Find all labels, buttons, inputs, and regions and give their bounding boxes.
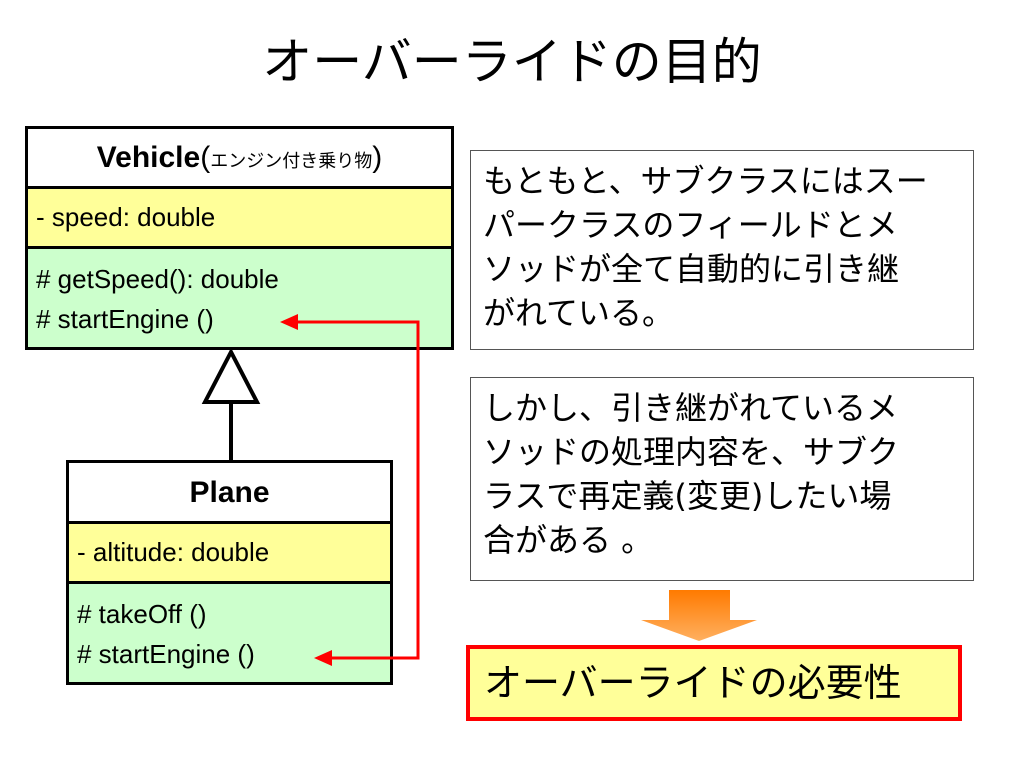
vehicle-name: Vehicle — [96, 141, 201, 174]
plane-attributes: - altitude: double — [69, 524, 390, 584]
plane-op-startengine: # startEngine () — [77, 639, 255, 669]
plane-operations: # takeOff () # startEngine () — [69, 584, 390, 682]
vehicle-attribute-speed: - speed: double — [36, 202, 216, 232]
inheritance-triangle-icon — [201, 347, 261, 404]
vehicle-paren-close: ) — [372, 141, 383, 174]
vehicle-attributes: - speed: double — [28, 189, 451, 249]
down-arrow-icon — [641, 590, 757, 641]
override-connector-line — [290, 320, 420, 660]
override-arrowhead-vehicle-icon — [280, 314, 298, 330]
slide-title: オーバーライドの目的 — [262, 33, 762, 91]
plane-op-takeoff: # takeOff () — [77, 599, 207, 629]
box2-line: ソッドの処理内容を、サブク — [483, 433, 900, 471]
vehicle-class-box: Vehicle(エンジン付き乗り物) - speed: double # get… — [25, 126, 454, 350]
vehicle-operations: # getSpeed(): double # startEngine () — [28, 249, 451, 347]
explanation-box-1: もともと、サブクラスにはスー パークラスのフィールドとメ ソッドが全て自動的に引… — [470, 150, 974, 350]
box2-line: しかし、引き継がれているメ — [483, 389, 899, 427]
box1-line: パークラスのフィールドとメ — [483, 206, 898, 244]
plane-attribute-altitude: - altitude: double — [77, 537, 270, 567]
box1-line: がれている。 — [483, 294, 675, 332]
override-arrowhead-plane-icon — [314, 650, 332, 666]
conclusion-box: オーバーライドの必要性 — [466, 645, 962, 721]
vehicle-class-name: Vehicle(エンジン付き乗り物) — [28, 129, 451, 189]
box1-line: ソッドが全て自動的に引き継 — [483, 250, 900, 288]
explanation-box-2: しかし、引き継がれているメ ソッドの処理内容を、サブク ラスで再定義(変更)した… — [470, 377, 974, 581]
vehicle-op-getspeed: # getSpeed(): double — [36, 264, 279, 294]
vehicle-paren-open: ( — [200, 141, 211, 174]
plane-class-box: Plane - altitude: double # takeOff () # … — [66, 460, 393, 685]
plane-class-name: Plane — [69, 463, 390, 524]
box2-line: 合がある 。 — [483, 521, 654, 559]
vehicle-jp-name: エンジン付き乗り物 — [210, 151, 373, 172]
box2-line: ラスで再定義(変更)したい場 — [483, 477, 892, 515]
box1-line: もともと、サブクラスにはスー — [483, 162, 928, 200]
vehicle-op-startengine: # startEngine () — [36, 304, 214, 334]
